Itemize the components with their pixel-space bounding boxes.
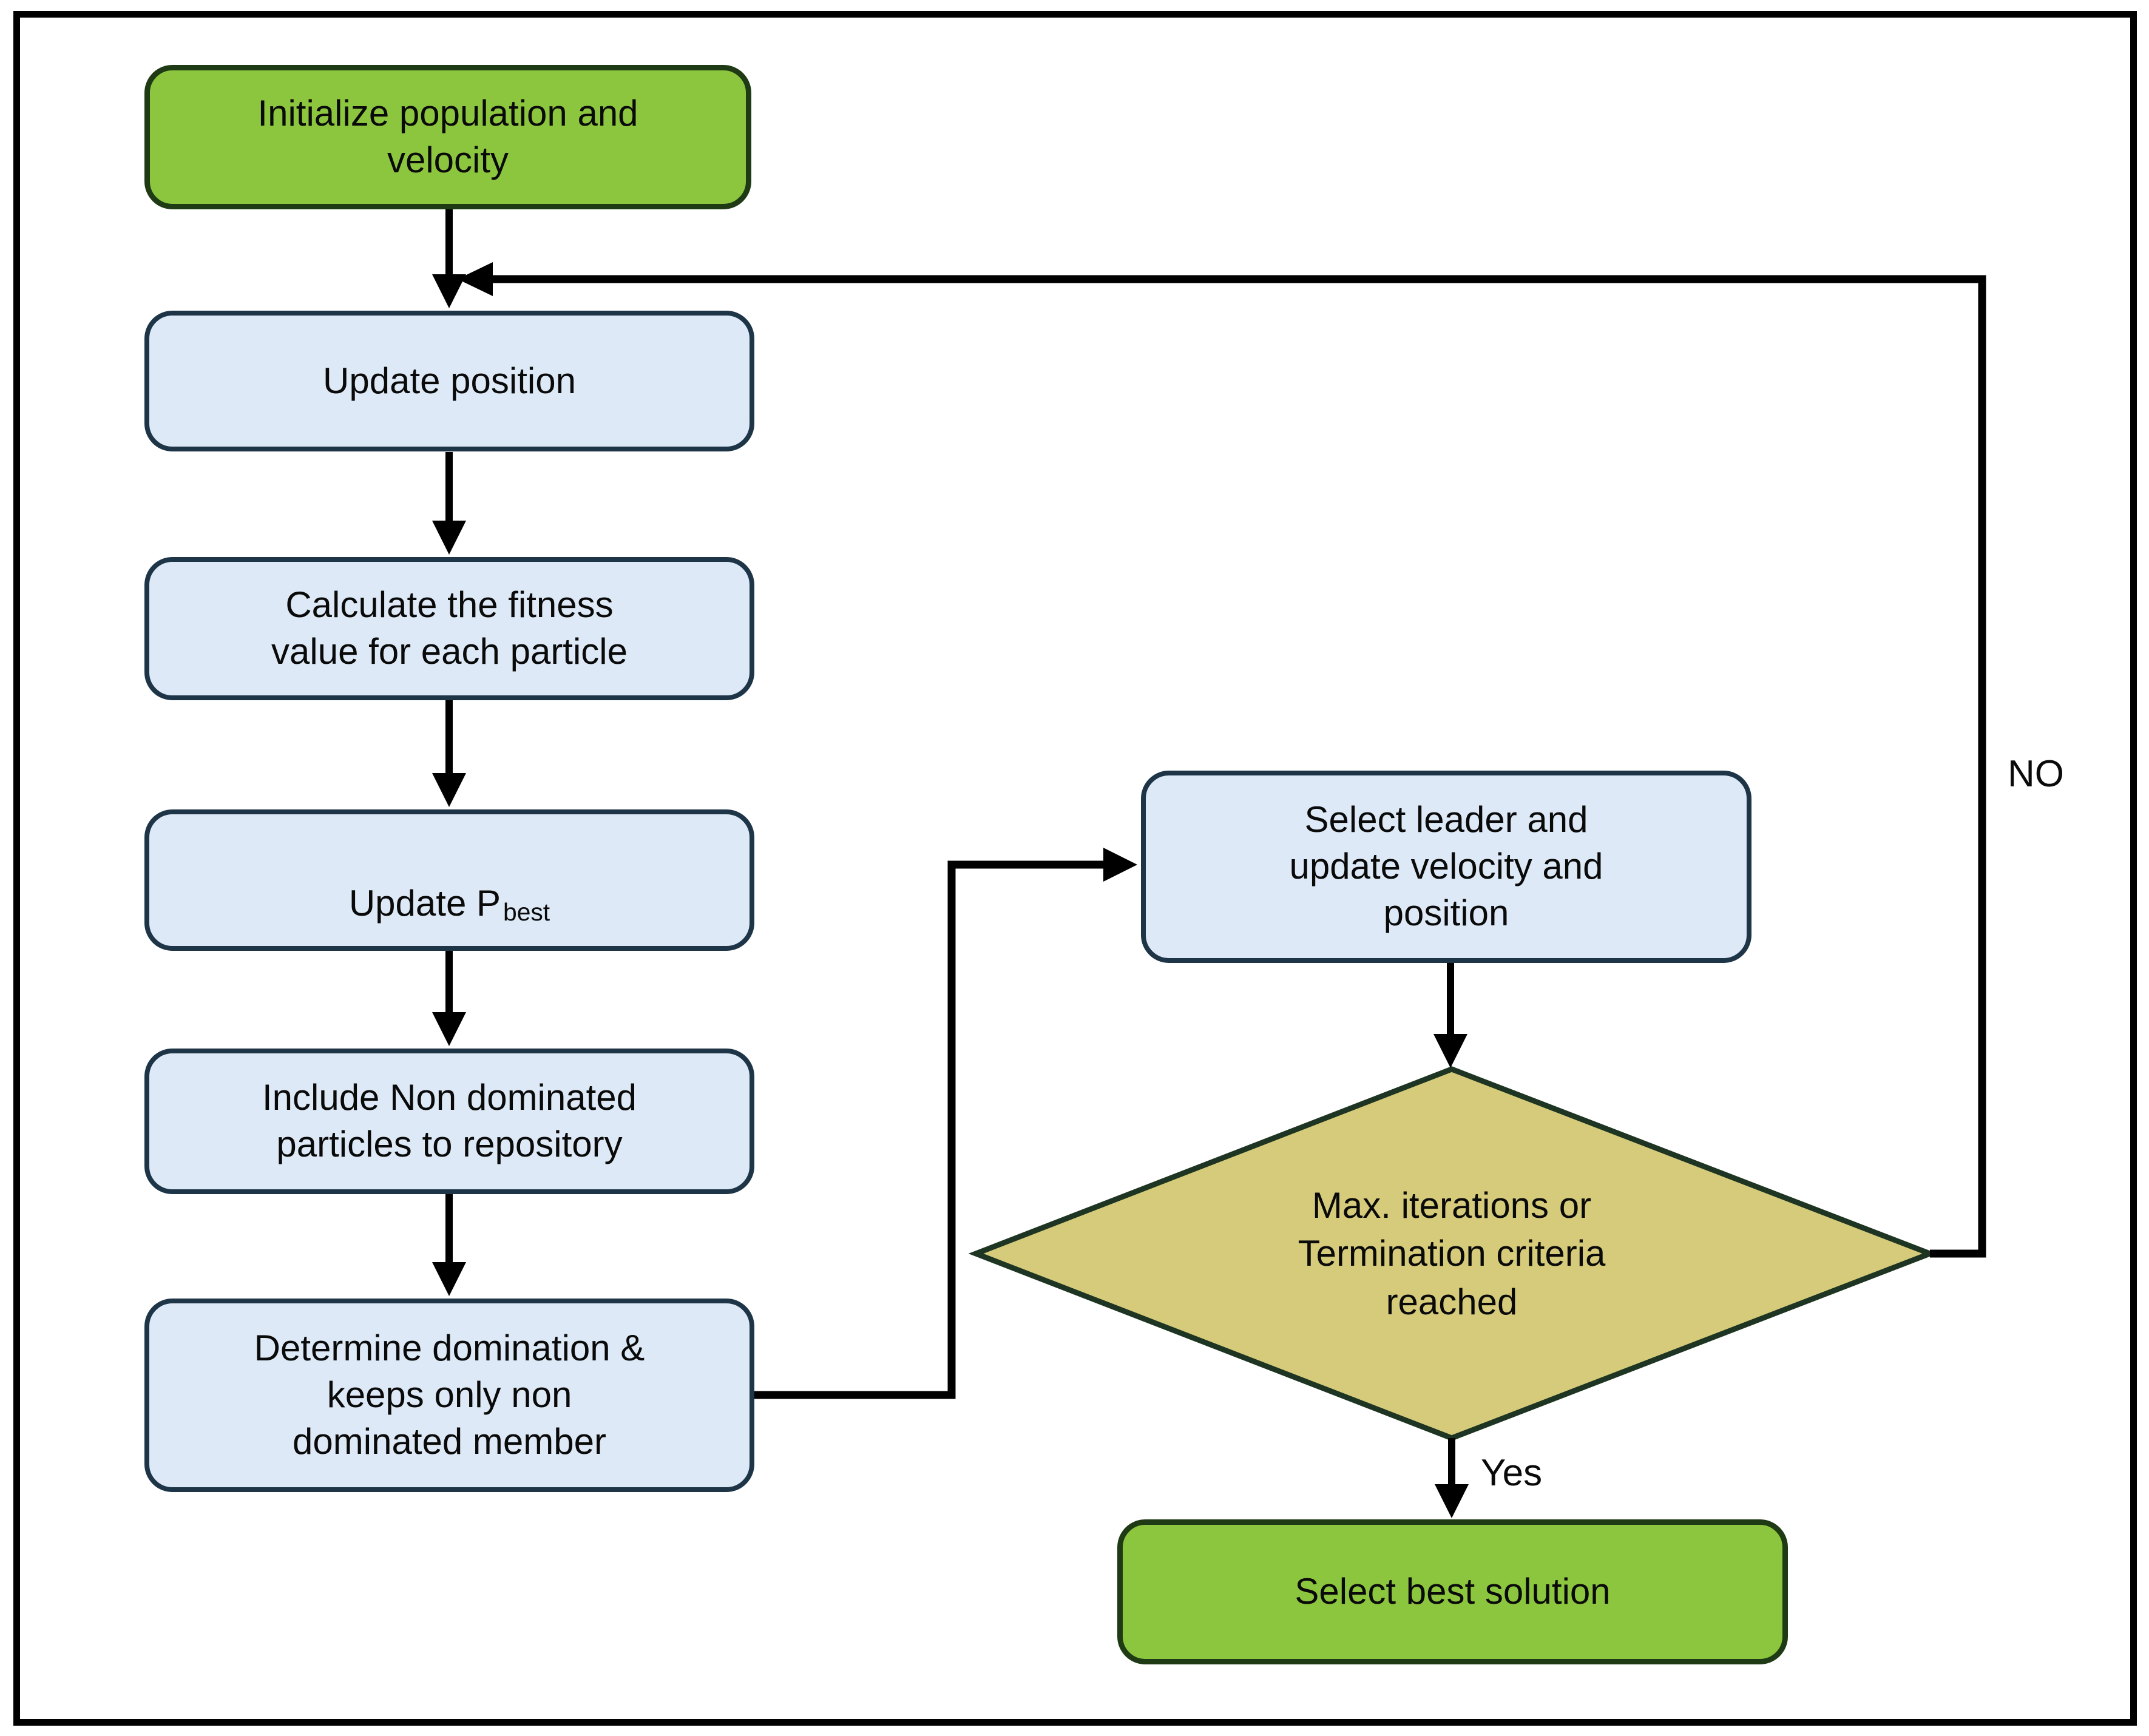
arrow-selectleader-to-decision-head <box>1433 1034 1467 1068</box>
node-determine-domination: Determine domination & keeps only non do… <box>144 1299 754 1492</box>
node-select-leader: Select leader and update velocity and po… <box>1141 771 1751 963</box>
node-initialize-population-label: Initialize population and velocity <box>257 93 638 180</box>
node-select-leader-label: Select leader and update velocity and po… <box>1289 799 1603 933</box>
outer-border <box>13 11 2137 1726</box>
edge-label-yes: Yes <box>1481 1452 1543 1494</box>
edge-label-no: NO <box>2008 753 2064 795</box>
arrow-updatepos-to-fitness-head <box>432 521 466 555</box>
arrow-fitness-to-pbest-head <box>432 773 466 807</box>
node-termination-check-label: Max. iterations or Termination criteria … <box>1298 1185 1606 1322</box>
pbest-subscript: best <box>503 898 550 927</box>
node-select-best-solution: Select best solution <box>1117 1519 1788 1664</box>
node-include-nondominated-label: Include Non dominated particles to repos… <box>262 1077 637 1164</box>
arrow-pbest-to-include-head <box>432 1012 466 1046</box>
arrow-include-to-determine-head <box>432 1262 466 1296</box>
arrow-determine-to-selectleader-line <box>754 860 1103 1399</box>
arrow-init-to-update-position-head <box>432 274 466 308</box>
no-loop-line <box>493 275 1986 1258</box>
arrow-decision-to-best-head <box>1435 1484 1469 1518</box>
node-include-nondominated: Include Non dominated particles to repos… <box>144 1049 754 1194</box>
arrow-determine-to-selectleader-head <box>1103 848 1137 882</box>
node-update-position: Update position <box>144 311 754 451</box>
node-initialize-population: Initialize population and velocity <box>144 65 751 209</box>
node-update-pbest: Update Pbest <box>144 809 754 951</box>
node-select-best-solution-label: Select best solution <box>1294 1571 1611 1612</box>
node-calculate-fitness: Calculate the fitness value for each par… <box>144 557 754 700</box>
node-update-position-label: Update position <box>323 360 576 401</box>
node-calculate-fitness-label: Calculate the fitness value for each par… <box>271 584 628 672</box>
node-determine-domination-label: Determine domination & keeps only non do… <box>254 1328 645 1462</box>
node-update-pbest-label: Update Pbest <box>348 882 550 927</box>
no-loop-arrowhead <box>458 262 493 296</box>
